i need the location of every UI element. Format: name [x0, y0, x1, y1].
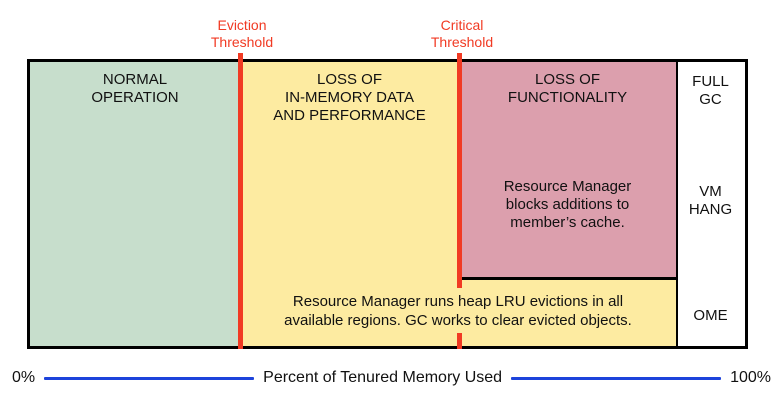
eviction-threshold-label: Eviction Threshold	[210, 17, 274, 50]
heap-lru-evictions-note: Resource Manager runs heap LRU evictions…	[284, 293, 632, 329]
tenured-memory-axis: 0% Percent of Tenured Memory Used 100%	[12, 367, 771, 389]
axis-0-percent-label: 0%	[12, 369, 36, 386]
axis-line-left	[44, 376, 255, 380]
normal-operation-title: NORMAL OPERATION	[91, 71, 179, 106]
resource-manager-blocks-note: Resource Manager blocks additions to mem…	[503, 178, 632, 231]
axis-title: Percent of Tenured Memory Used	[263, 369, 503, 386]
critical-threshold-line	[457, 53, 462, 288]
outcome-full-gc-label: FULL GC	[692, 73, 729, 108]
outcome-ome-label: OME	[693, 307, 728, 324]
axis-line-right	[511, 376, 722, 380]
loss-of-functionality-title: LOSS OF FUNCTIONALITY	[507, 71, 628, 106]
zone-outcome-column	[676, 62, 745, 346]
critical-threshold-line-lower-segment	[457, 333, 462, 349]
eviction-threshold-line	[238, 53, 243, 349]
loss-of-in-memory-data-title: LOSS OF IN-MEMORY DATA AND PERFORMANCE	[273, 71, 426, 124]
critical-threshold-label: Critical Threshold	[430, 17, 494, 50]
zone-loss-of-functionality	[459, 62, 676, 280]
zone-normal-operation	[30, 62, 240, 346]
diagram-frame	[27, 59, 748, 349]
outcome-vm-hang-label: VM HANG	[688, 183, 733, 218]
axis-100-percent-label: 100%	[730, 369, 772, 386]
